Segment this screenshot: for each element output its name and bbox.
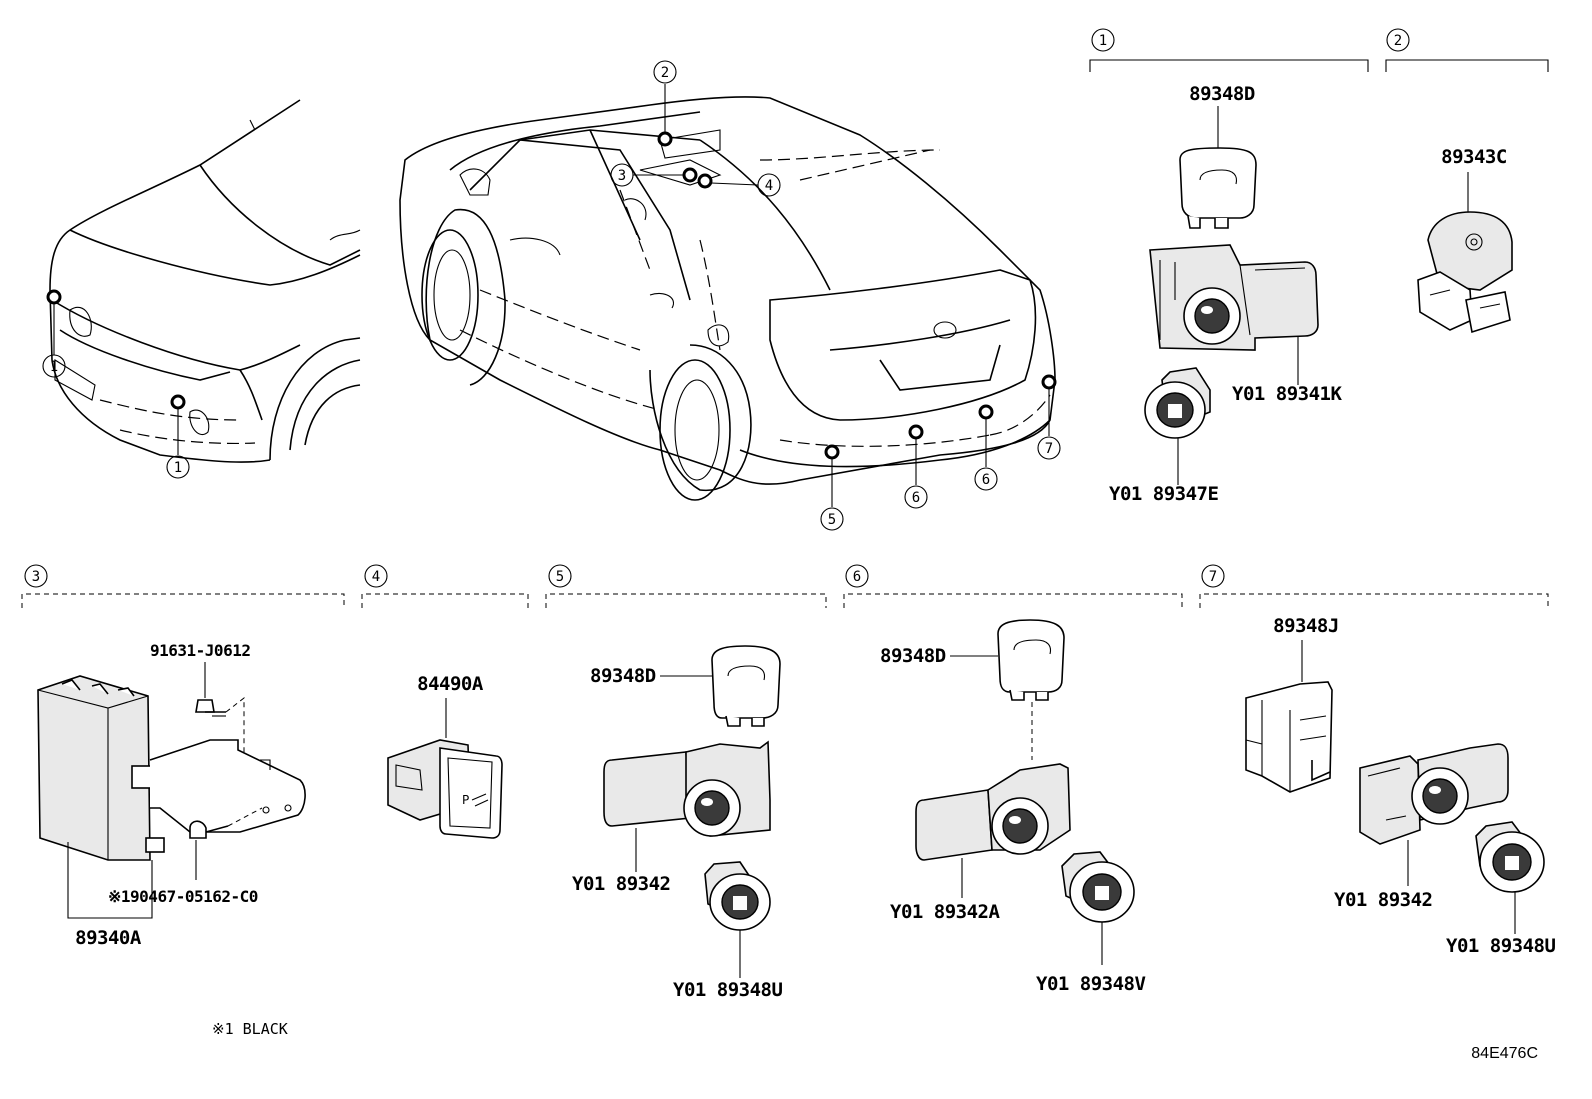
part-number-89348D[interactable]: 89348D: [1189, 83, 1255, 105]
sensor-part: [1359, 743, 1509, 845]
group-7: 7 89348J Y01 89342 Y01 89348U: [1199, 564, 1556, 957]
front-car-illustration: 1 1: [42, 99, 361, 479]
svg-text:7: 7: [1209, 569, 1217, 585]
group-5: 5 89348D Y01 89342 Y01 89348U: [545, 564, 827, 1001]
callout-7: 7: [1037, 436, 1061, 460]
front-sensor-spot: [170, 394, 186, 410]
part-number-Y01-89342A[interactable]: Y01 89342A: [890, 901, 1001, 923]
group-1-header: 1: [1089, 28, 1369, 72]
part-number-Y01-89348U[interactable]: Y01 89348U: [673, 979, 783, 1001]
sensor-retainer-part: [1475, 821, 1545, 893]
svg-text:2: 2: [661, 65, 669, 81]
part-number-Y01-89341K[interactable]: Y01 89341K: [1232, 383, 1343, 405]
svg-text:4: 4: [765, 178, 773, 194]
sensor-retainer-part: [1061, 851, 1135, 923]
part-number-89343C[interactable]: 89343C: [1441, 146, 1507, 168]
group-7-header: 7: [1199, 564, 1549, 608]
svg-text:5: 5: [556, 569, 564, 585]
car-spot-5: [824, 444, 840, 460]
group-3: 3 91631-J0612 ※190467-05162-C0: [21, 564, 345, 1038]
svg-text:4: 4: [372, 569, 380, 585]
svg-text:2: 2: [1394, 33, 1402, 49]
callout-1-front-center: 1: [166, 455, 190, 479]
parking-assist-ecu-part: [37, 675, 306, 861]
group-6: 6 89348D Y01 89342A Y01 89348V: [843, 564, 1183, 995]
part-number-Y01-89348V[interactable]: Y01 89348V: [1036, 973, 1146, 995]
car-spot-4: [697, 173, 713, 189]
group-1: 1 89348D Y01 89341K Y01 89347E: [1089, 28, 1369, 505]
callout-2: 2: [653, 60, 677, 84]
callout-6-left: 6: [904, 485, 928, 509]
svg-text:1: 1: [174, 460, 182, 476]
part-number-Y01-89348U-g7[interactable]: Y01 89348U: [1446, 935, 1556, 957]
group-4-header: 4: [361, 564, 529, 608]
screw-part: [189, 820, 229, 839]
sensor-bracket-part: [1149, 244, 1319, 351]
svg-text:1: 1: [1099, 33, 1107, 49]
svg-text:3: 3: [32, 569, 40, 585]
svg-text:7: 7: [1045, 441, 1053, 457]
group-6-header: 6: [843, 564, 1183, 608]
group-3-header: 3: [21, 564, 345, 608]
front-sensor-spot: [46, 289, 62, 305]
part-number-89348D-g6[interactable]: 89348D: [880, 645, 946, 667]
sensor-part: [603, 740, 771, 837]
sensor-cover-part: [997, 619, 1065, 701]
bolt-part: [195, 699, 226, 717]
svg-text:3: 3: [618, 168, 626, 184]
svg-text:1: 1: [50, 359, 58, 375]
car-spot-2: [657, 131, 673, 147]
car-spot-3: [682, 167, 698, 183]
p-switch-icon: P: [462, 793, 469, 807]
sensor-part: [915, 763, 1071, 861]
footnote-black: ※1 BLACK: [212, 1020, 288, 1038]
parking-sensor-switch-part: P: [387, 739, 503, 839]
group-4: 4 84490A P: [361, 564, 529, 839]
callout-3: 3: [610, 163, 634, 187]
group-2-header: 2: [1385, 28, 1549, 72]
callout-1-front-left: 1: [42, 354, 66, 378]
car-spot-6: [908, 424, 924, 440]
part-number-Y01-89347E[interactable]: Y01 89347E: [1109, 483, 1219, 505]
svg-text:6: 6: [912, 490, 920, 506]
part-number-90467-05162-C0[interactable]: ※190467-05162-C0: [108, 887, 258, 906]
part-number-89348D-g5[interactable]: 89348D: [590, 665, 656, 687]
sensor-cover-part: [1179, 147, 1257, 229]
callout-4: 4: [757, 173, 781, 197]
part-number-89340A[interactable]: 89340A: [75, 927, 142, 949]
sensor-retainer-part: [704, 861, 771, 931]
callout-5: 5: [820, 507, 844, 531]
sensor-retainer-part: [1144, 367, 1211, 439]
diagram-code: 84E476C: [1471, 1045, 1538, 1062]
callout-6-right: 6: [974, 467, 998, 491]
rear-car-illustration: 2 3 4 5 6 6 7: [399, 60, 1061, 531]
svg-text:6: 6: [982, 472, 990, 488]
part-number-89348J[interactable]: 89348J: [1273, 615, 1339, 637]
group-5-header: 5: [545, 564, 827, 608]
part-number-Y01-89342[interactable]: Y01 89342: [572, 873, 671, 895]
car-spot-7: [1041, 374, 1057, 390]
part-number-84490A[interactable]: 84490A: [417, 673, 484, 695]
part-number-91631-J0612[interactable]: 91631-J0612: [150, 641, 251, 660]
sensor-cover-part: [711, 645, 781, 727]
buzzer-part: [1417, 211, 1513, 334]
car-spot-6b: [978, 404, 994, 420]
part-number-Y01-89342-g7[interactable]: Y01 89342: [1334, 889, 1433, 911]
svg-text:5: 5: [828, 512, 836, 528]
svg-text:6: 6: [853, 569, 861, 585]
sensor-bracket-part: [1245, 681, 1333, 793]
group-2: 2 89343C: [1385, 28, 1549, 334]
